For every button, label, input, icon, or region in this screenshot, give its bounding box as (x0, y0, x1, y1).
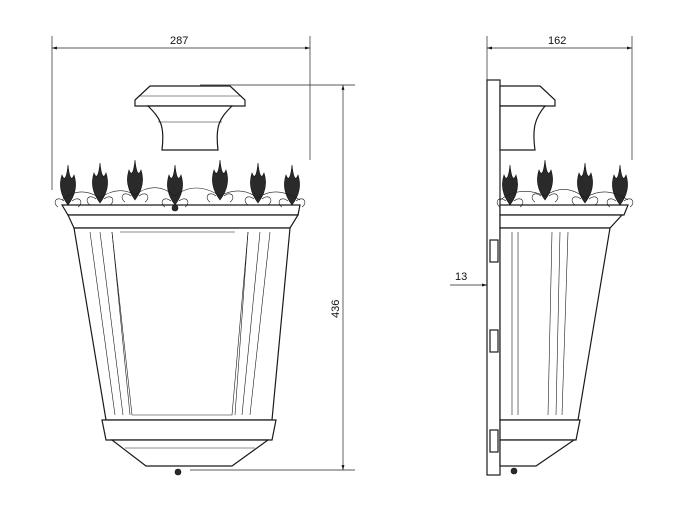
wall-offset-label: 13 (455, 271, 467, 283)
side-view: 162 13 (450, 35, 634, 476)
height-label: 436 (330, 300, 342, 318)
side-depth-label: 162 (548, 35, 566, 47)
front-view: 287 436 (51, 35, 355, 476)
crown-ornaments (54, 159, 306, 212)
front-width-label: 287 (170, 35, 188, 47)
